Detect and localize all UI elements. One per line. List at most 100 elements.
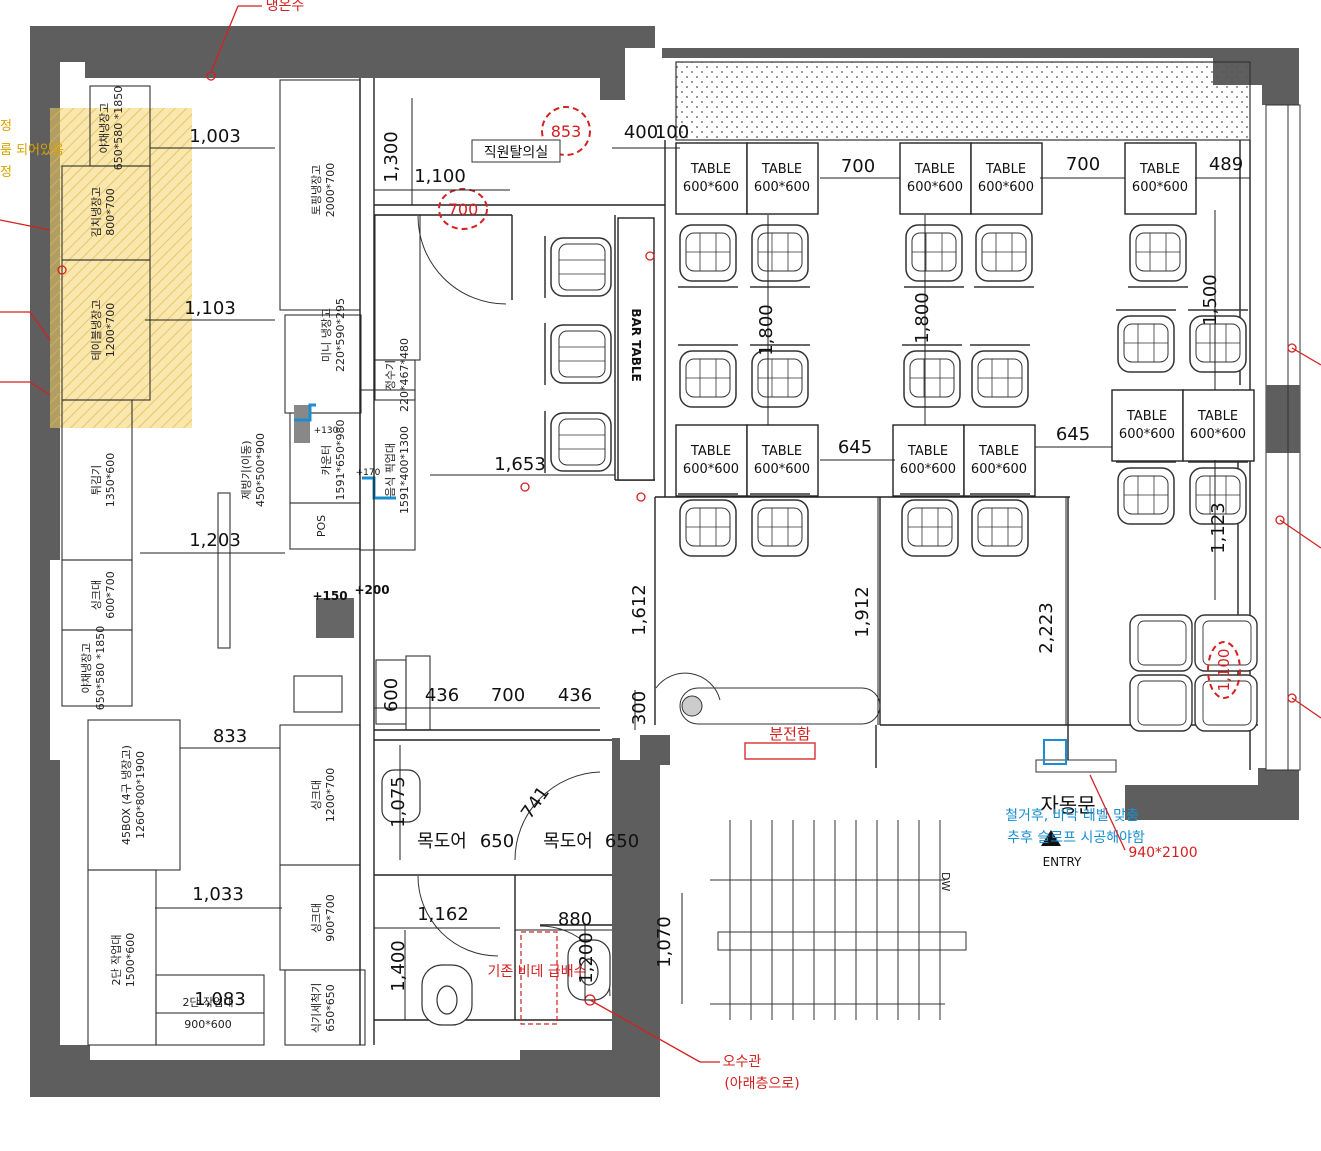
toilets [381, 769, 611, 1026]
side-chair [1194, 674, 1258, 732]
chair [901, 344, 963, 408]
blue-note-1: 철거후, 바닥 레벨 맞춤 [1005, 808, 1139, 824]
chair [1115, 309, 1177, 373]
svg-text:테이블냉장고: 테이블냉장고 [90, 300, 103, 361]
svg-text:야채냉장고: 야채냉장고 [80, 643, 93, 694]
svg-text:2000*700: 2000*700 [324, 163, 337, 218]
svg-text:미니 냉장고: 미니 냉장고 [320, 308, 333, 362]
yellow-note-3: 정 [0, 165, 12, 180]
toilet-note: 기존 비데 급배수 [487, 964, 586, 980]
dim-d489: 489 [1209, 154, 1243, 175]
svg-text:김치냉장고: 김치냉장고 [90, 187, 103, 238]
chair [973, 224, 1035, 288]
table-size: 600*600 [907, 180, 963, 195]
table-size: 600*600 [683, 462, 739, 477]
svg-text:튀김기: 튀김기 [90, 465, 103, 495]
dim-d650b: 650 [605, 831, 639, 852]
chair [677, 224, 739, 288]
level-130: +130 [314, 426, 339, 436]
dim-d1100: 1,100 [414, 166, 466, 187]
table-size: 600*600 [971, 462, 1027, 477]
table-label: TABLE [985, 162, 1026, 177]
bar-table-label: BAR TABLE [629, 308, 643, 381]
column [316, 598, 354, 638]
wood-door-2: 목도어 [543, 831, 593, 852]
svg-text:제빙기(이동): 제빙기(이동) [240, 440, 253, 499]
annotations-red [0, 5, 1321, 1063]
dim-d1800a: 1,800 [756, 304, 777, 356]
entry-door[interactable] [1035, 739, 1117, 846]
dim-d1912: 1,912 [852, 586, 873, 638]
level-200: +200 [354, 583, 389, 597]
dim-d600: 600 [381, 678, 402, 712]
dim-d400: 400 [624, 122, 658, 143]
circle-853: 853 [551, 122, 582, 141]
dim-d1203: 1,203 [189, 530, 241, 551]
svg-text:토핑냉장고: 토핑냉장고 [310, 165, 323, 216]
entry-label: ENTRY [1043, 855, 1082, 869]
dim-d880: 880 [558, 909, 592, 930]
dim-d1612: 1,612 [629, 584, 650, 636]
electric-panel [744, 742, 816, 760]
table-label: TABLE [761, 162, 802, 177]
table-label: TABLE [690, 444, 731, 459]
bar-chair [544, 323, 612, 385]
svg-text:600*700: 600*700 [104, 571, 117, 619]
drain-label-1: 오수관 [723, 1054, 762, 1070]
table-size: 600*600 [754, 180, 810, 195]
table-label: TABLE [1197, 409, 1238, 424]
dim-d1300: 1,300 [381, 131, 402, 183]
chair [903, 224, 965, 288]
chair [899, 493, 961, 557]
side-chair [1129, 614, 1193, 672]
svg-text:싱크대: 싱크대 [310, 780, 323, 810]
svg-text:650*580 *1850: 650*580 *1850 [112, 86, 125, 170]
dim-d700a: 700 [841, 156, 875, 177]
dw-label: DW [939, 872, 952, 891]
door-size-label: 940*2100 [1128, 845, 1197, 861]
drain-label-2: (아래층으로) [724, 1076, 799, 1092]
circle-700: 700 [448, 200, 479, 219]
dim-d1123: 1,123 [1208, 502, 1229, 554]
chair [677, 344, 739, 408]
svg-text:2단 작업대: 2단 작업대 [183, 996, 234, 1009]
cold-water-label: 냉온수 [266, 0, 305, 14]
yellow-note-1: 정 [0, 119, 12, 134]
svg-text:야채냉장고: 야채냉장고 [98, 103, 111, 154]
svg-text:650*650: 650*650 [324, 984, 337, 1032]
svg-text:1350*600: 1350*600 [104, 453, 117, 508]
chair [677, 493, 739, 557]
svg-text:식기세척기: 식기세척기 [310, 983, 323, 1034]
svg-text:싱크대: 싱크대 [90, 580, 103, 610]
svg-text:싱크대: 싱크대 [310, 903, 323, 933]
bar-chair [544, 236, 612, 298]
svg-text:정수기: 정수기 [384, 360, 397, 390]
dim-d436b: 436 [558, 685, 592, 706]
level-170: +170 [356, 468, 381, 478]
svg-text:2단 작업대: 2단 작업대 [110, 935, 123, 986]
staff-room-label: 직원탈의실 [484, 145, 548, 161]
blue-note-2: 추후 슬로프 시공해야함 [1007, 830, 1145, 846]
svg-text:1200*700: 1200*700 [104, 303, 117, 358]
svg-text:1591*650*980: 1591*650*980 [334, 420, 347, 501]
dim-d436a: 436 [425, 685, 459, 706]
icemaker-label: 제빙기(이동)450*500*900 [240, 433, 267, 507]
yellow-note-2: 룸 되어있음 [0, 143, 64, 158]
svg-text:1260*800*1900: 1260*800*1900 [134, 751, 147, 839]
bar-chair [544, 411, 612, 473]
svg-text:800*700: 800*700 [104, 188, 117, 236]
svg-text:450*500*900: 450*500*900 [254, 433, 267, 507]
dim-d1500: 1,500 [1200, 274, 1221, 326]
